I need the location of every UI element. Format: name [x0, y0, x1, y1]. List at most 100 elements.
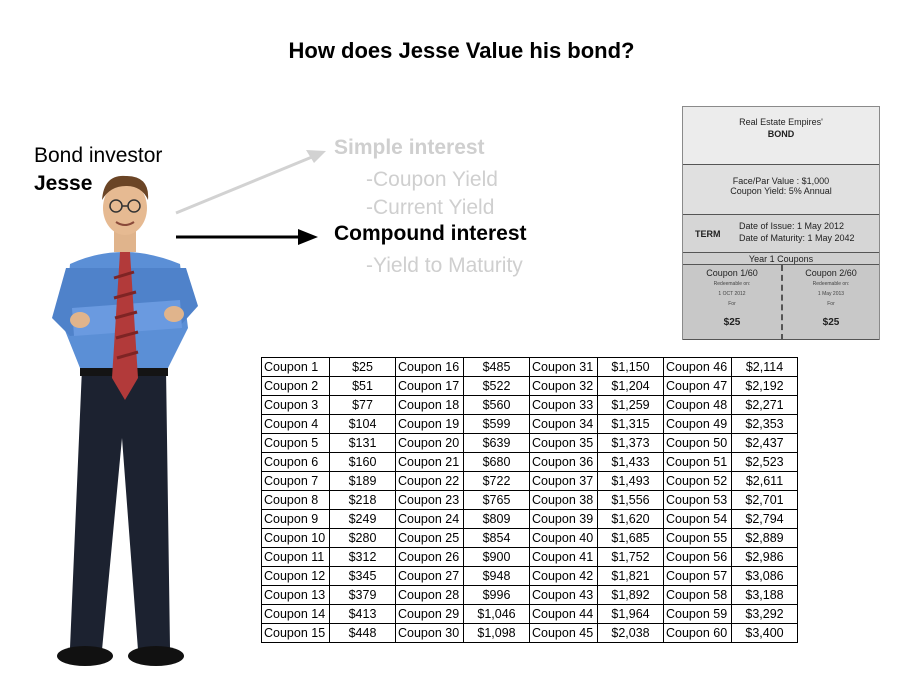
coupon-label-cell: Coupon 48	[663, 395, 732, 415]
bond-issuer: Real Estate Empires'	[739, 117, 823, 127]
coupon-value-cell: $3,086	[731, 566, 798, 586]
coupon-value-cell: $104	[329, 414, 396, 434]
coupon-label-cell: Coupon 60	[663, 623, 732, 643]
bond-certificate: Real Estate Empires' BOND Face/Par Value…	[682, 106, 880, 340]
coupon-label-cell: Coupon 49	[663, 414, 732, 434]
coupon-value-cell: $379	[329, 585, 396, 605]
coupon-label-cell: Coupon 36	[529, 452, 598, 472]
coupon-value-cell: $1,098	[463, 623, 530, 643]
coupon-label-cell: Coupon 58	[663, 585, 732, 605]
coupon-label-cell: Coupon 27	[395, 566, 464, 586]
coupon-value-cell: $1,752	[597, 547, 664, 567]
coupon-label-cell: Coupon 13	[261, 585, 330, 605]
coupon-yield-item: -Coupon Yield	[366, 168, 498, 191]
coupon-value-cell: $2,114	[731, 357, 798, 377]
coupon-label-cell: Coupon 29	[395, 604, 464, 624]
coupon-label-cell: Coupon 54	[663, 509, 732, 529]
coupon-for-label: For	[827, 301, 835, 307]
slide-title: How does Jesse Value his bond?	[288, 38, 635, 63]
coupon-value-cell: $809	[463, 509, 530, 529]
coupon-label-cell: Coupon 46	[663, 357, 732, 377]
coupon-label-cell: Coupon 26	[395, 547, 464, 567]
coupon-value-cell: $448	[329, 623, 396, 643]
coupon-label-cell: Coupon 50	[663, 433, 732, 453]
coupon-label-cell: Coupon 30	[395, 623, 464, 643]
bond-coupon-yield: Coupon Yield: 5% Annual	[730, 186, 832, 196]
coupon-label-cell: Coupon 40	[529, 528, 598, 548]
bond-coupon: Coupon 2/60 Redeemable on: 1 May 2013 Fo…	[782, 265, 880, 340]
coupon-label-cell: Coupon 2	[261, 376, 330, 396]
coupon-value-cell: $1,964	[597, 604, 664, 624]
bond-term-dates: Date of Issue: 1 May 2012 Date of Maturi…	[739, 220, 855, 244]
coupon-value-cell: $854	[463, 528, 530, 548]
coupon-label-cell: Coupon 9	[261, 509, 330, 529]
coupon-label-cell: Coupon 55	[663, 528, 732, 548]
coupon-value-cell: $2,437	[731, 433, 798, 453]
coupon-value-cell: $722	[463, 471, 530, 491]
coupon-label-cell: Coupon 20	[395, 433, 464, 453]
coupon-label-cell: Coupon 19	[395, 414, 464, 434]
coupon-value-cell: $3,188	[731, 585, 798, 605]
bond-maturity-date: Date of Maturity: 1 May 2042	[739, 233, 855, 243]
coupon-value-cell: $413	[329, 604, 396, 624]
coupon-value-cell: $522	[463, 376, 530, 396]
coupon-value-cell: $1,315	[597, 414, 664, 434]
coupon-title: Coupon 1/60	[706, 268, 758, 278]
coupon-label-cell: Coupon 45	[529, 623, 598, 643]
coupon-label-cell: Coupon 17	[395, 376, 464, 396]
coupon-label-cell: Coupon 34	[529, 414, 598, 434]
coupon-label-cell: Coupon 6	[261, 452, 330, 472]
coupon-value-cell: $1,821	[597, 566, 664, 586]
coupon-label-cell: Coupon 33	[529, 395, 598, 415]
coupon-label-cell: Coupon 10	[261, 528, 330, 548]
coupon-value-cell: $2,192	[731, 376, 798, 396]
bond-coupon: Coupon 1/60 Redeemable on: 1 OCT 2012 Fo…	[683, 265, 783, 340]
coupon-value-cell: $1,373	[597, 433, 664, 453]
coupon-value-cell: $560	[463, 395, 530, 415]
coupon-value-cell: $51	[329, 376, 396, 396]
coupon-value-cell: $599	[463, 414, 530, 434]
bond-face-section: Face/Par Value : $1,000 Coupon Yield: 5%…	[683, 165, 879, 215]
coupon-value-cell: $948	[463, 566, 530, 586]
coupon-redeem-label: Redeemable on:	[713, 281, 751, 287]
coupon-value-cell: $280	[329, 528, 396, 548]
coupon-date: 1 May 2013	[817, 291, 845, 297]
coupon-value-cell: $218	[329, 490, 396, 510]
coupon-label-cell: Coupon 41	[529, 547, 598, 567]
coupon-value-cell: $131	[329, 433, 396, 453]
coupon-value-cell: $3,292	[731, 604, 798, 624]
arrow-compound-interest-icon	[176, 229, 318, 245]
coupon-label-cell: Coupon 18	[395, 395, 464, 415]
coupon-label-cell: Coupon 39	[529, 509, 598, 529]
coupon-label-cell: Coupon 31	[529, 357, 598, 377]
coupon-label-cell: Coupon 22	[395, 471, 464, 491]
coupon-value-cell: $765	[463, 490, 530, 510]
bond-term-section: TERM Date of Issue: 1 May 2012 Date of M…	[683, 215, 879, 253]
coupon-value-cell: $1,556	[597, 490, 664, 510]
investor-illustration	[52, 175, 198, 666]
simple-interest-heading: Simple interest	[334, 136, 485, 159]
coupon-value: $25	[723, 317, 741, 328]
coupon-label-cell: Coupon 51	[663, 452, 732, 472]
coupon-value-cell: $2,523	[731, 452, 798, 472]
coupon-value-cell: $639	[463, 433, 530, 453]
coupon-for-label: For	[728, 301, 736, 307]
coupon-label-cell: Coupon 52	[663, 471, 732, 491]
coupon-value-cell: $2,271	[731, 395, 798, 415]
coupon-value-cell: $485	[463, 357, 530, 377]
coupon-value-cell: $1,046	[463, 604, 530, 624]
coupon-value-cell: $1,204	[597, 376, 664, 396]
coupon-value-cell: $996	[463, 585, 530, 605]
coupon-date: 1 OCT 2012	[718, 291, 746, 297]
person-role: Bond investor	[34, 144, 163, 167]
coupon-label-cell: Coupon 38	[529, 490, 598, 510]
